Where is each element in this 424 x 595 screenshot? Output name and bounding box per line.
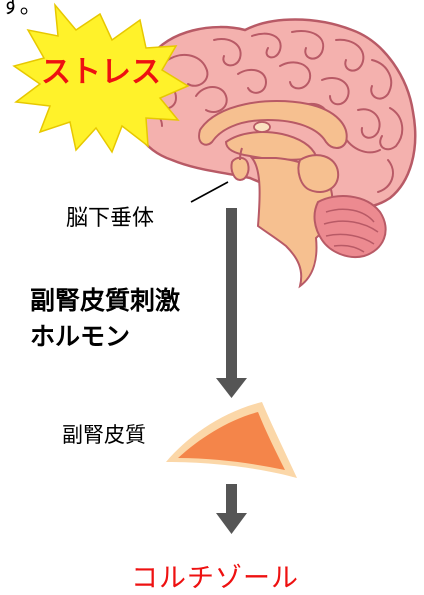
arrow-pituitary-to-adrenal	[216, 208, 247, 398]
ventricle	[253, 121, 271, 133]
acth-label-line2: ホルモン	[30, 322, 131, 351]
midbrain	[297, 154, 340, 193]
brain-folds	[139, 30, 404, 193]
cerebellum	[313, 195, 387, 258]
pituitary-pointer-line	[190, 181, 229, 203]
corpus-callosum	[198, 100, 348, 149]
stress-burst-shape	[12, 2, 190, 154]
adrenal-cortex-illustration	[166, 402, 297, 478]
arrow-adrenal-to-cortisol	[216, 484, 247, 534]
brain-illustration	[128, 18, 417, 289]
stress-burst: ストレス	[12, 2, 190, 154]
cerebellum-folds	[323, 208, 379, 253]
pituitary-label: 脳下垂体	[66, 206, 155, 231]
pituitary-gland	[230, 156, 250, 182]
stress-label: ストレス	[41, 55, 161, 90]
adrenal-cortex-inner	[178, 412, 285, 470]
top-text-fragment: す。	[0, 0, 42, 19]
adrenal-cortex-label: 副腎皮質	[62, 423, 146, 447]
acth-label: 副腎皮質刺激 ホルモン	[30, 283, 180, 355]
cortisol-label: コルチゾール	[131, 563, 299, 594]
acth-label-line1: 副腎皮質刺激	[30, 286, 181, 315]
